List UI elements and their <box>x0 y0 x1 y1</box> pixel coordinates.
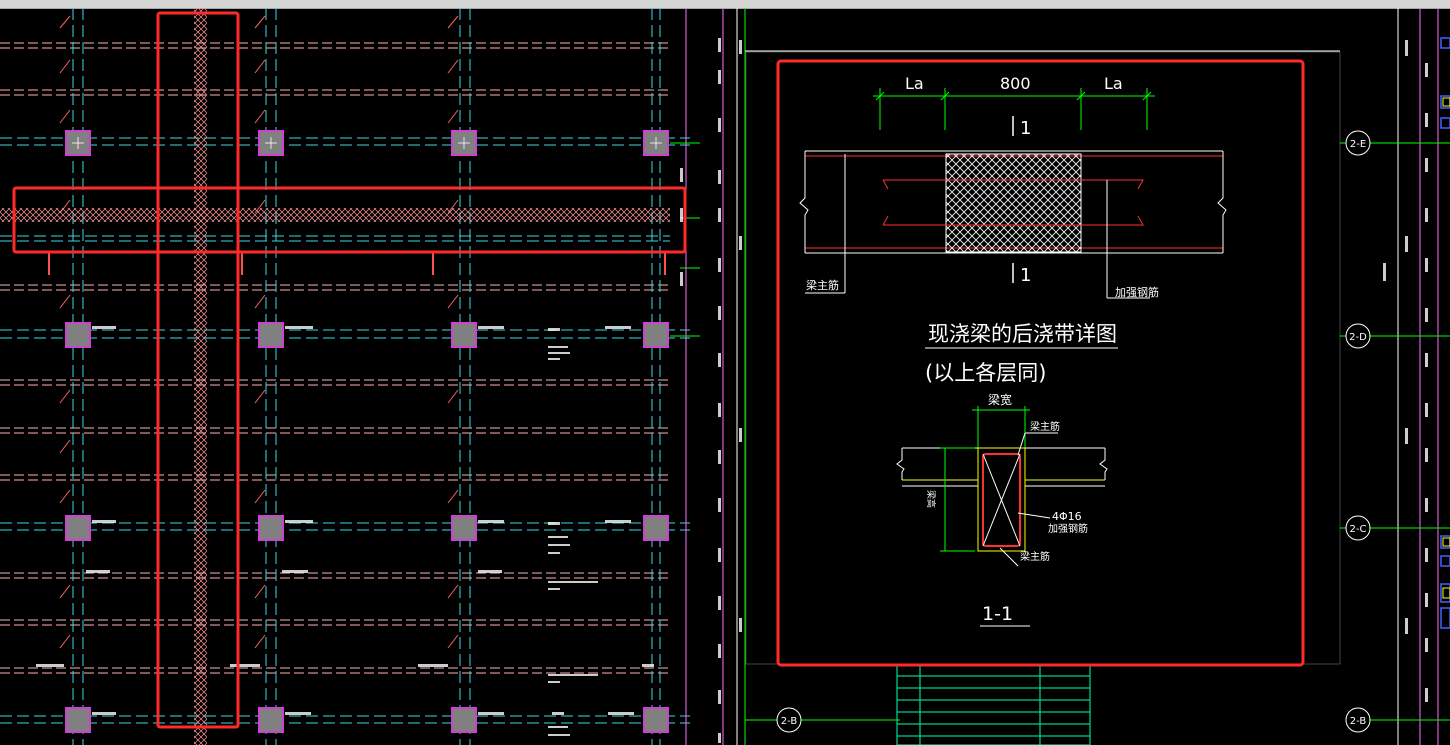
post-pour-band-horizontal <box>0 208 670 222</box>
label-main-bar: 梁主筋 <box>806 278 839 292</box>
section-label: 1-1 <box>982 603 1013 625</box>
column-center-marks <box>72 137 662 149</box>
axis-bubble-2d <box>1345 323 1371 349</box>
column <box>451 515 477 541</box>
column <box>258 707 284 733</box>
highlight-horizontal-band[interactable] <box>12 186 687 254</box>
column <box>643 130 669 156</box>
dim-la-right: La <box>1104 74 1123 93</box>
detail-subtitle: (以上各层同) <box>925 361 1046 385</box>
column <box>65 515 91 541</box>
dimension-line <box>873 88 1155 130</box>
floor-plan-area <box>0 8 724 745</box>
column <box>643 707 669 733</box>
label-add-bar: 加强钢筋 <box>1115 285 1159 299</box>
highlight-vertical-band[interactable] <box>156 11 240 729</box>
dim-la-left: La <box>905 74 924 93</box>
dim-800: 800 <box>1000 74 1031 93</box>
axis-bubble-2b-right <box>1345 707 1371 733</box>
section-mark-bottom: 1 <box>1020 265 1031 286</box>
section-bottom-bar: 梁主筋 <box>1020 550 1050 563</box>
columns <box>65 130 669 733</box>
post-pour-strip-detail: La 800 La 1 1 梁主筋 加强钢筋 现浇梁的后浇 <box>776 59 1305 667</box>
post-pour-band-vertical <box>194 8 207 745</box>
column <box>65 707 91 733</box>
section-rebar-callout: 4Φ16 <box>1052 510 1082 523</box>
column <box>258 515 284 541</box>
axis-label-2d: 2-D <box>1349 332 1367 343</box>
column <box>451 322 477 348</box>
cad-drawing-canvas[interactable]: La 800 La 1 1 梁主筋 加强钢筋 现浇梁的后浇 <box>0 8 1450 745</box>
axis-bubble-2b-left <box>776 707 802 733</box>
red-band-labels <box>48 253 666 275</box>
column <box>258 322 284 348</box>
axis-label-2b-left: 2-B <box>781 716 798 727</box>
axis-bubbles: 2-E 2-D 2-C 2-B 2-B <box>776 130 1371 733</box>
section-1-1 <box>896 406 1108 567</box>
rebar-ticks <box>59 15 459 649</box>
column <box>451 707 477 733</box>
axis-label-2b-right: 2-B <box>1350 716 1367 727</box>
beam-elevation <box>799 150 1227 299</box>
post-pour-zone <box>945 153 1082 253</box>
axis-label-2e: 2-E <box>1350 139 1366 150</box>
axis-bubble-2e <box>1345 130 1371 156</box>
section-rebar-desc: 加强钢筋 <box>1048 522 1088 535</box>
highlight-detail-box[interactable] <box>776 59 1305 667</box>
right-plan-area <box>1370 8 1450 745</box>
plan-right-dimension <box>670 8 724 745</box>
section-beam-height: 梁高 <box>925 490 937 508</box>
column <box>65 322 91 348</box>
section-mark-top: 1 <box>1020 118 1031 139</box>
bottom-table <box>896 663 1091 745</box>
plan-right-dimension-ticks <box>680 38 721 743</box>
grid-lines-horizontal <box>0 137 690 724</box>
column <box>643 322 669 348</box>
window-title-bar <box>0 0 1450 9</box>
axis-bubble-2c <box>1345 515 1371 541</box>
column <box>643 515 669 541</box>
detail-title: 现浇梁的后浇带详图 <box>928 322 1117 346</box>
section-top-bar: 梁主筋 <box>1030 420 1060 433</box>
axis-label-2c: 2-C <box>1350 524 1367 535</box>
beam-annotation-marks <box>36 326 654 736</box>
section-beam-width: 梁宽 <box>988 392 1012 407</box>
grid-lines-vertical <box>72 8 661 745</box>
